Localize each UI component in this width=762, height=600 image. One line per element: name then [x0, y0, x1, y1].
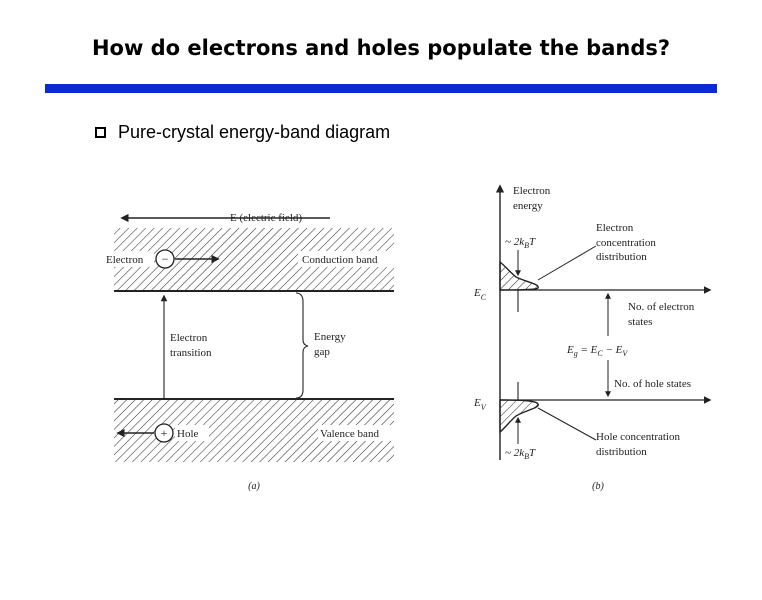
hole-dist-label-2: distribution: [596, 446, 647, 458]
hole-states-label: No. of hole states: [614, 378, 691, 390]
electron-dist-pointer: [537, 245, 597, 281]
checkbox-bullet-icon: [95, 127, 106, 138]
diagram-a: E (electric field) Electron − Conduction…: [104, 212, 394, 492]
diagram-b: Electron energy EC ~ 2kBT Electron conce…: [473, 184, 712, 492]
electron-dist-label-3: distribution: [596, 251, 647, 263]
electric-field-label: E (electric field): [230, 212, 302, 224]
transition-label-1: Electron: [170, 332, 208, 344]
energy-gap-brace: [295, 292, 309, 399]
hole-circle-icon: [154, 423, 174, 443]
ev-label: EV: [473, 397, 487, 412]
slide-title: How do electrons and holes populate the …: [91, 36, 671, 60]
hole-distribution-curve: [499, 399, 539, 434]
gap-label-2: gap: [314, 346, 330, 358]
axis-label-2: energy: [513, 200, 543, 212]
transition-label-2: transition: [170, 347, 212, 359]
bullet-text: Pure-crystal energy-band diagram: [118, 122, 391, 142]
electron-circle-icon: [155, 249, 175, 269]
gap-label-1: Energy: [314, 331, 346, 343]
conduction-band-label: Conduction band: [302, 254, 378, 266]
electron-dist-label-1: Electron: [596, 222, 634, 234]
kt-bottom-label: ~ 2kBT: [505, 447, 536, 461]
electron-states-label-2: states: [628, 316, 652, 328]
hole-label: Hole: [177, 428, 199, 440]
electron-states-label-1: No. of electron: [628, 301, 695, 313]
caption-b: (b): [592, 481, 604, 492]
axis-label-1: Electron: [513, 185, 551, 197]
electron-dist-label-2: concentration: [596, 237, 656, 249]
hole-dist-label-1: Hole concentration: [596, 431, 680, 443]
hole-dist-pointer: [537, 407, 597, 441]
electron-distribution-curve: [499, 260, 539, 291]
electron-label: Electron: [106, 254, 144, 266]
caption-a: (a): [248, 481, 260, 492]
hole-plus-symbol: +: [161, 426, 168, 440]
kt-top-label: ~ 2kBT: [505, 236, 536, 250]
title-underline-bar: [45, 84, 717, 93]
gap-equation: Eg = EC − EV: [566, 344, 628, 358]
valence-band-label: Valence band: [320, 428, 379, 440]
bullet-item: Pure-crystal energy-band diagram: [95, 122, 390, 143]
ec-label: EC: [473, 287, 487, 302]
electron-minus-symbol: −: [162, 252, 169, 266]
